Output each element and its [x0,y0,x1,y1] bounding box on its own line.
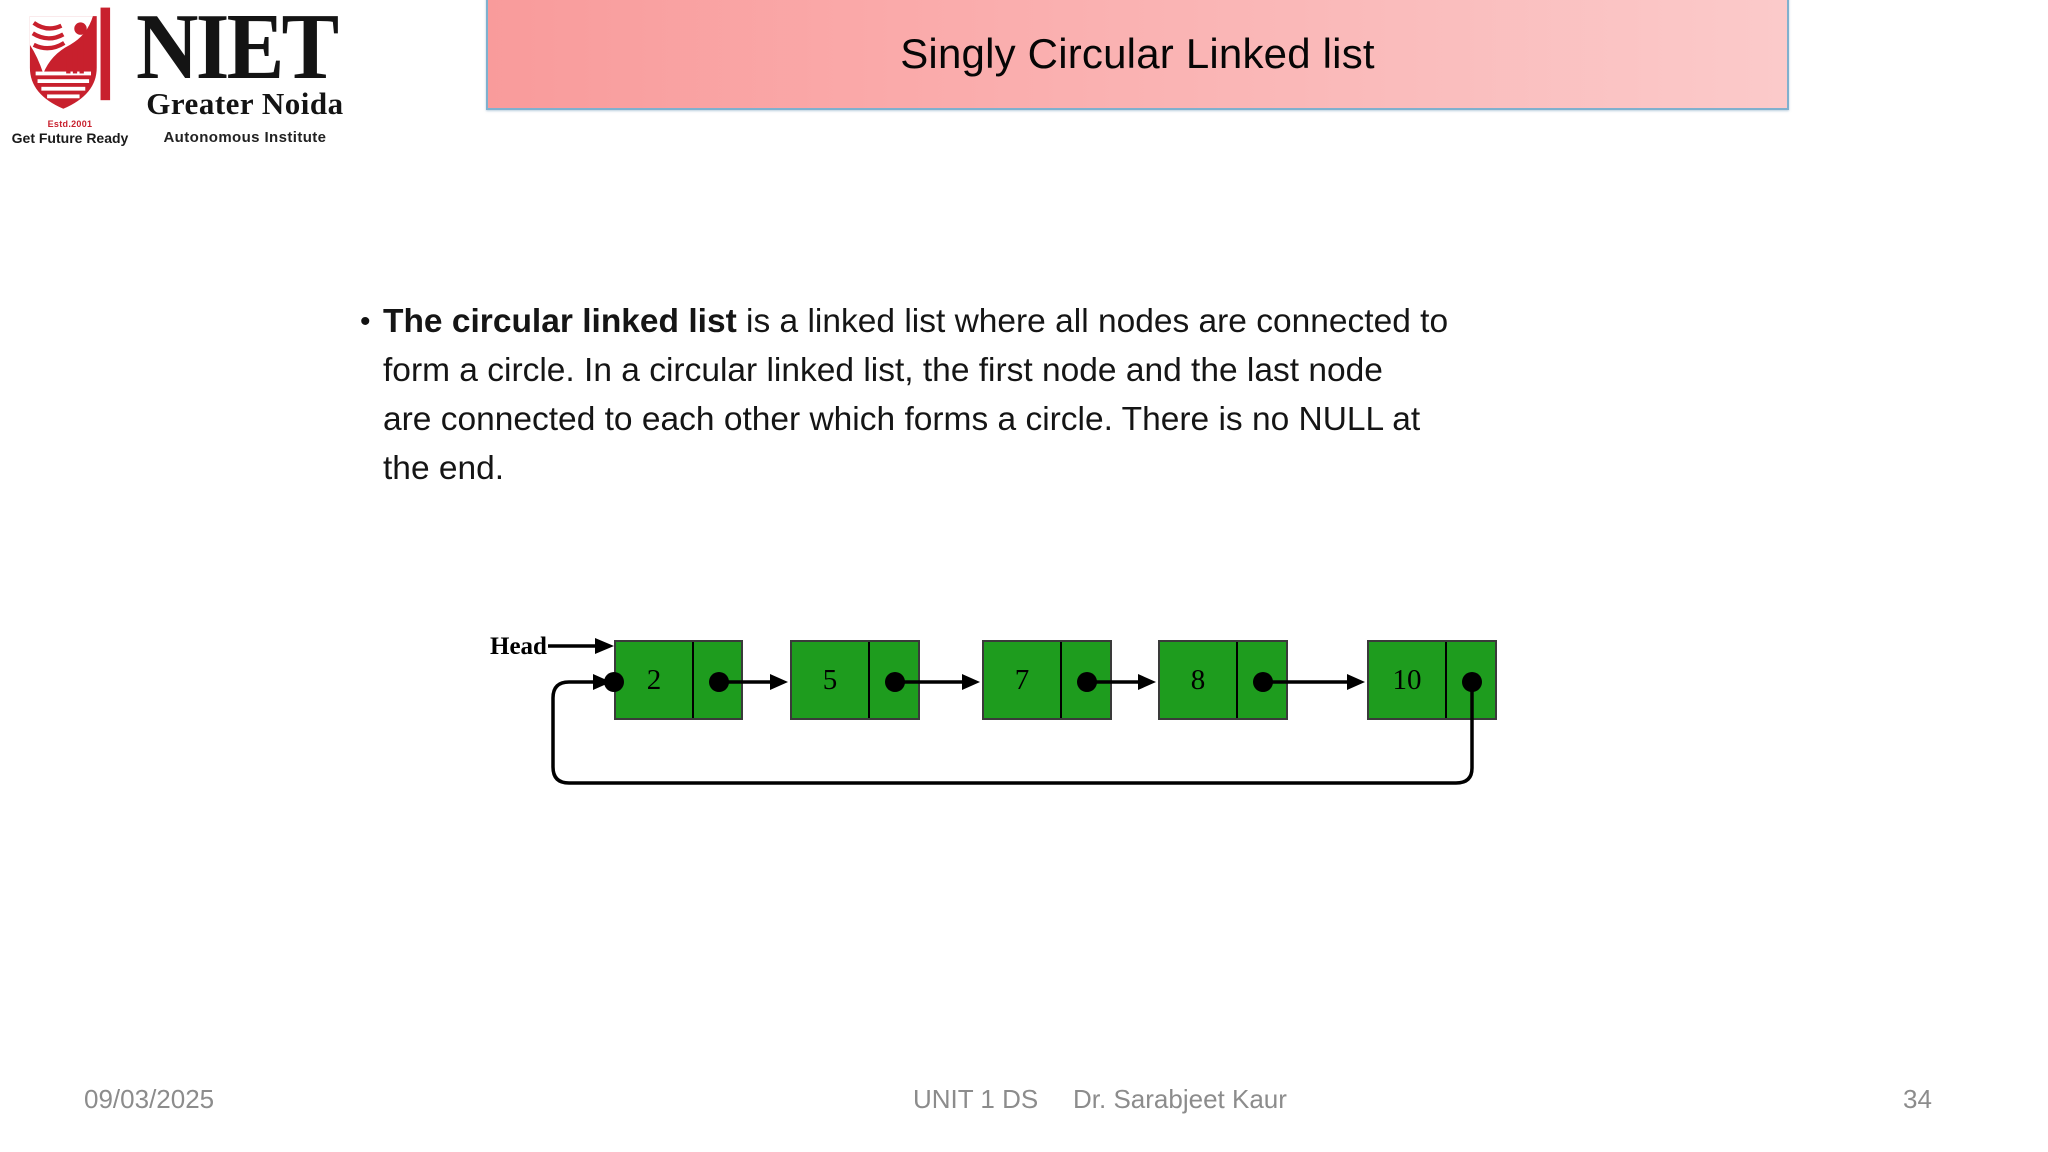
node-1-pointer-cell [694,642,741,718]
node-4-pointer-cell [1238,642,1286,718]
list-node-1: 2 [614,640,743,720]
list-node-4: 8 [1158,640,1288,720]
next-arrowhead-2-icon [962,674,980,690]
node-3-pointer-cell [1062,642,1110,718]
node-1-value: 2 [646,663,662,696]
head-pointer-label: Head [490,633,547,660]
circular-linked-list-diagram: Head 2 5 7 8 10 [490,618,1560,823]
paragraph-lines: The circular linked list is a linked lis… [383,297,1710,493]
node-5-value: 10 [1392,663,1422,696]
node-1-data-cell: 2 [616,642,694,718]
paragraph-line-4: the end. [383,450,505,487]
niet-bird-shield-icon [29,7,111,109]
paragraph-line-1: The circular linked list is a linked lis… [383,297,1710,346]
logo-tagline-text: Autonomous Institute [163,129,327,146]
node-2-value: 5 [822,663,838,696]
node-3-value: 7 [1014,663,1030,696]
list-node-2: 5 [790,640,920,720]
footer-date: 09/03/2025 [84,1084,215,1114]
line-1-rest: is a linked list where all nodes are con… [736,303,1449,340]
node-3-data-cell: 7 [984,642,1062,718]
node-5-pointer-cell [1447,642,1495,718]
logo-bird-column: Estd.2001 Get Future Ready [12,6,128,146]
logo-niet-text: NIET [136,0,339,99]
paragraph-line-3: are connected to each other which forms … [383,401,1421,438]
node-4-value: 8 [1190,663,1206,696]
footer-author: Dr. Sarabjeet Kaur [1073,1084,1287,1114]
bold-lead-text: The circular linked list [383,303,737,340]
logo-estd-text: Estd.2001 [47,119,93,129]
next-arrowhead-4-icon [1347,674,1365,690]
logo-motto-text: Get Future Ready [11,130,129,146]
node-2-pointer-cell [870,642,918,718]
niet-logo: Estd.2001 Get Future Ready NIET Greater … [12,0,354,146]
node-4-data-cell: 8 [1160,642,1238,718]
logo-name-column: NIET Greater Noida Autonomous Institute [136,0,354,146]
head-arrowhead-icon [595,638,614,654]
paragraph-line-2: form a circle. In a circular linked list… [383,352,1383,389]
list-node-5: 10 [1367,640,1497,720]
logo-subtitle-text: Greater Noida [146,86,344,121]
node-2-data-cell: 5 [792,642,870,718]
footer-course: UNIT 1 DS [913,1084,1039,1114]
loop-arrowhead-icon [593,674,611,690]
next-arrowhead-1-icon [770,674,788,690]
slide-title: Singly Circular Linked list [900,29,1375,77]
list-node-3: 7 [982,640,1112,720]
title-banner: Singly Circular Linked list [486,0,1789,110]
bullet-marker: • [360,305,371,338]
bullet-paragraph: • The circular linked list is a linked l… [360,297,1710,493]
node-5-data-cell: 10 [1369,642,1447,718]
next-arrowhead-3-icon [1138,674,1156,690]
footer-page-number: 34 [1903,1084,1932,1114]
